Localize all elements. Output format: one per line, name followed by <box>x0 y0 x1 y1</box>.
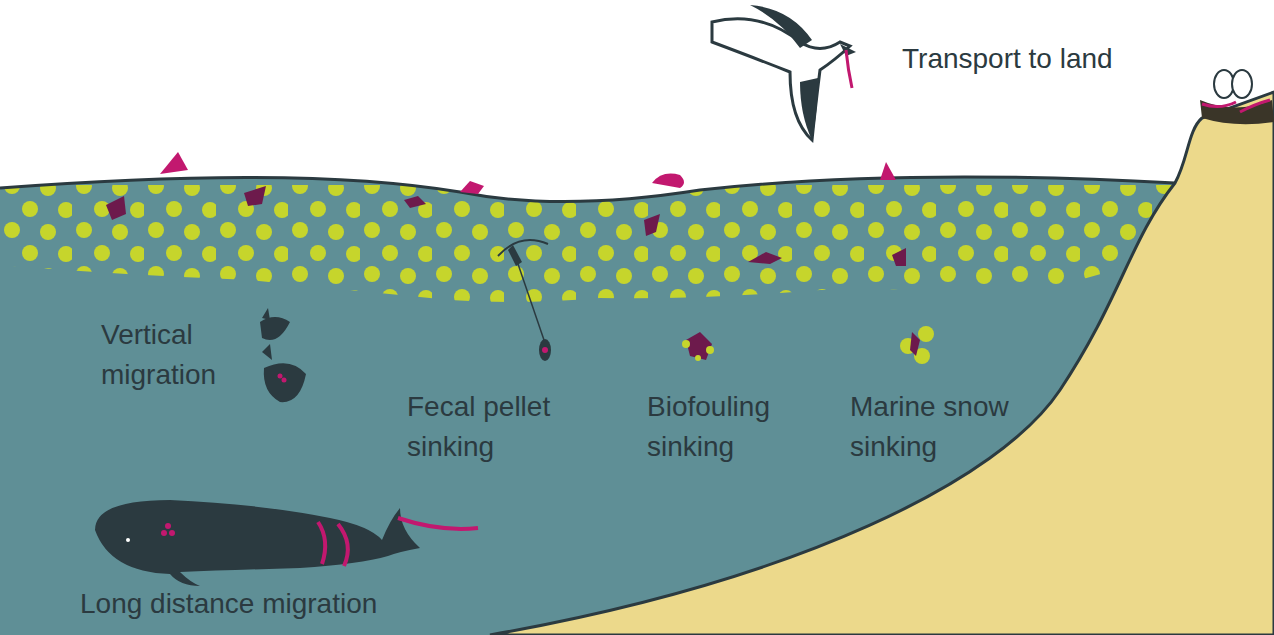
illustration-label: Fecal pellet sinking <box>407 387 607 467</box>
illustration-label: Marine snow sinking <box>850 387 1050 467</box>
coast-land <box>490 92 1274 635</box>
illustration-label: Transport to land <box>902 39 1113 79</box>
water-surface <box>0 177 1175 202</box>
phytoplankton-band <box>0 185 1180 302</box>
copepod <box>498 240 551 361</box>
bird-nest <box>1200 70 1274 124</box>
surface-plastic <box>106 152 906 266</box>
sperm-whale <box>95 500 478 586</box>
marine-snow <box>900 326 934 364</box>
illustration-label: Vertical migration <box>101 315 251 395</box>
biofouled-particle <box>682 332 714 361</box>
illustration-label: Biofouling sinking <box>647 387 817 467</box>
illustration-label: Long distance migration <box>80 584 377 624</box>
seabird <box>712 5 856 140</box>
migrating-fish <box>260 308 306 402</box>
